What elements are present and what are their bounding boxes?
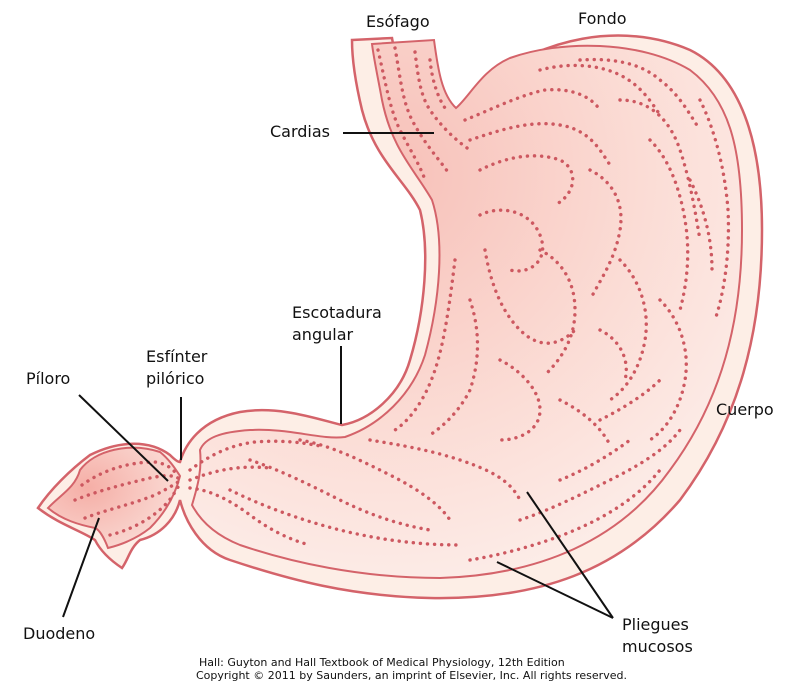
duodenum-mucosa — [46, 446, 182, 550]
label-piloro: Píloro — [26, 369, 71, 388]
pliegues-leader-2 — [496, 561, 614, 619]
stomach-mucosa — [190, 38, 744, 580]
leader-lines — [62, 132, 614, 619]
mucosal-folds — [73, 46, 731, 562]
credit-line-1: Hall: Guyton and Hall Textbook of Medica… — [199, 656, 565, 669]
label-esfinter-pilorico: Esfínter pilórico — [146, 347, 208, 388]
label-escotadura-angular: Escotadura angular — [292, 303, 382, 344]
label-duodeno: Duodeno — [23, 624, 96, 643]
label-cardias: Cardias — [270, 122, 331, 141]
credit-line-2: Copyright © 2011 by Saunders, an imprint… — [196, 669, 627, 682]
piloro-leader — [78, 394, 169, 482]
label-pliegues-mucosos: Pliegues mucosos — [622, 615, 693, 656]
duodeno-leader — [62, 517, 100, 618]
label-fondo: Fondo — [578, 9, 627, 28]
pliegues-leader-1 — [526, 491, 614, 619]
label-esofago: Esófago — [366, 12, 430, 31]
label-cuerpo: Cuerpo — [716, 400, 774, 419]
